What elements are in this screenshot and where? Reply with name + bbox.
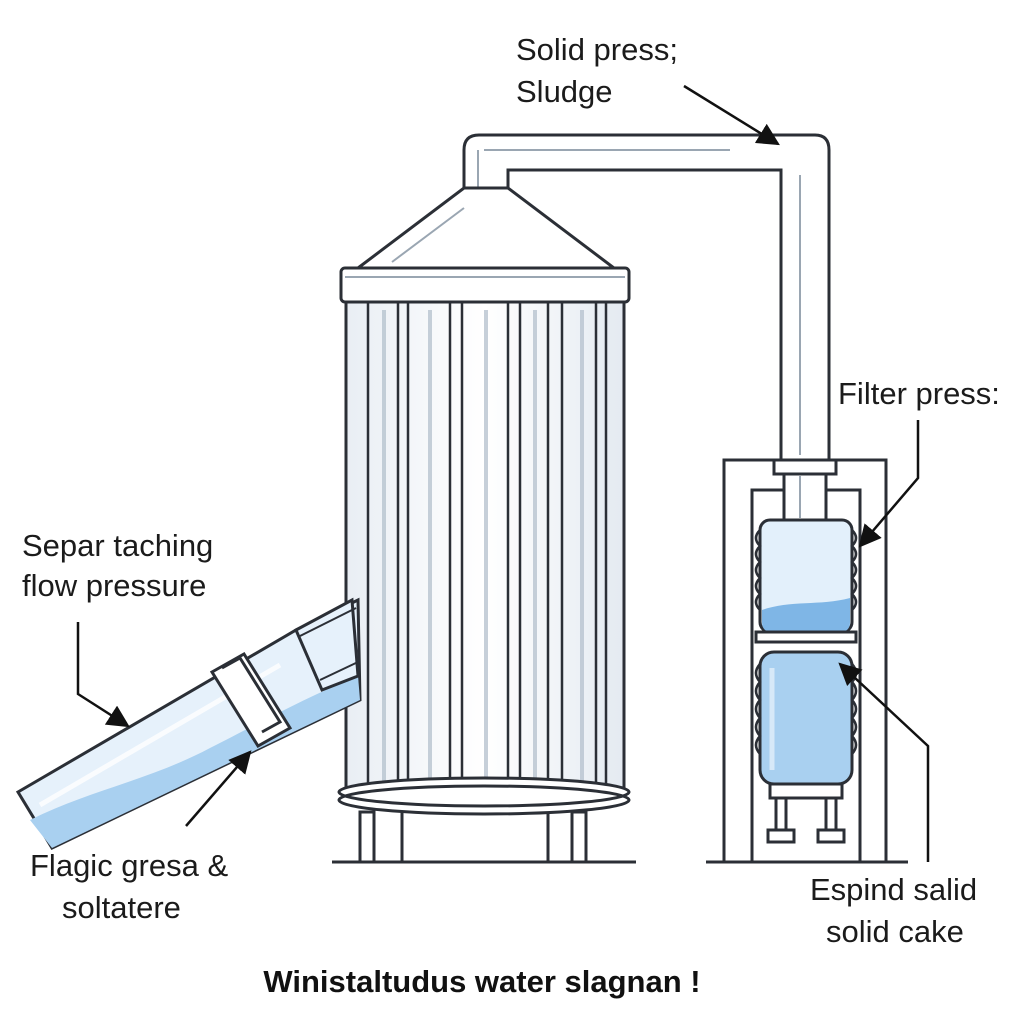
label-top-line2: Sludge: [516, 74, 613, 109]
label-bottom-left-line1: Flagic gresa &: [30, 848, 228, 883]
label-filter-press: Filter press:: [838, 376, 1000, 411]
diagram-caption: Winistaltudus water slagnan !: [263, 964, 700, 999]
pointer-arrow-icon: [185, 750, 252, 827]
pointer-arrow-icon: [76, 622, 130, 728]
label-bottom-left-line2: soltatere: [62, 890, 181, 925]
pointer-arrow-icon: [838, 662, 930, 862]
label-bottom-right-line1: Espind salid: [810, 872, 977, 907]
filter-press: [706, 458, 908, 864]
label-left-line2: flow pressure: [22, 568, 206, 603]
inlet-pipe: [15, 597, 362, 850]
leader-arrows: [76, 84, 930, 862]
pointer-arrow-icon: [683, 84, 780, 146]
label-left-line1: Separ taching: [22, 528, 213, 563]
pointer-arrow-icon: [858, 420, 920, 548]
label-bottom-right-line2: solid cake: [826, 914, 964, 949]
label-top-line1: Solid press;: [516, 32, 678, 67]
filter-column: [332, 186, 636, 864]
